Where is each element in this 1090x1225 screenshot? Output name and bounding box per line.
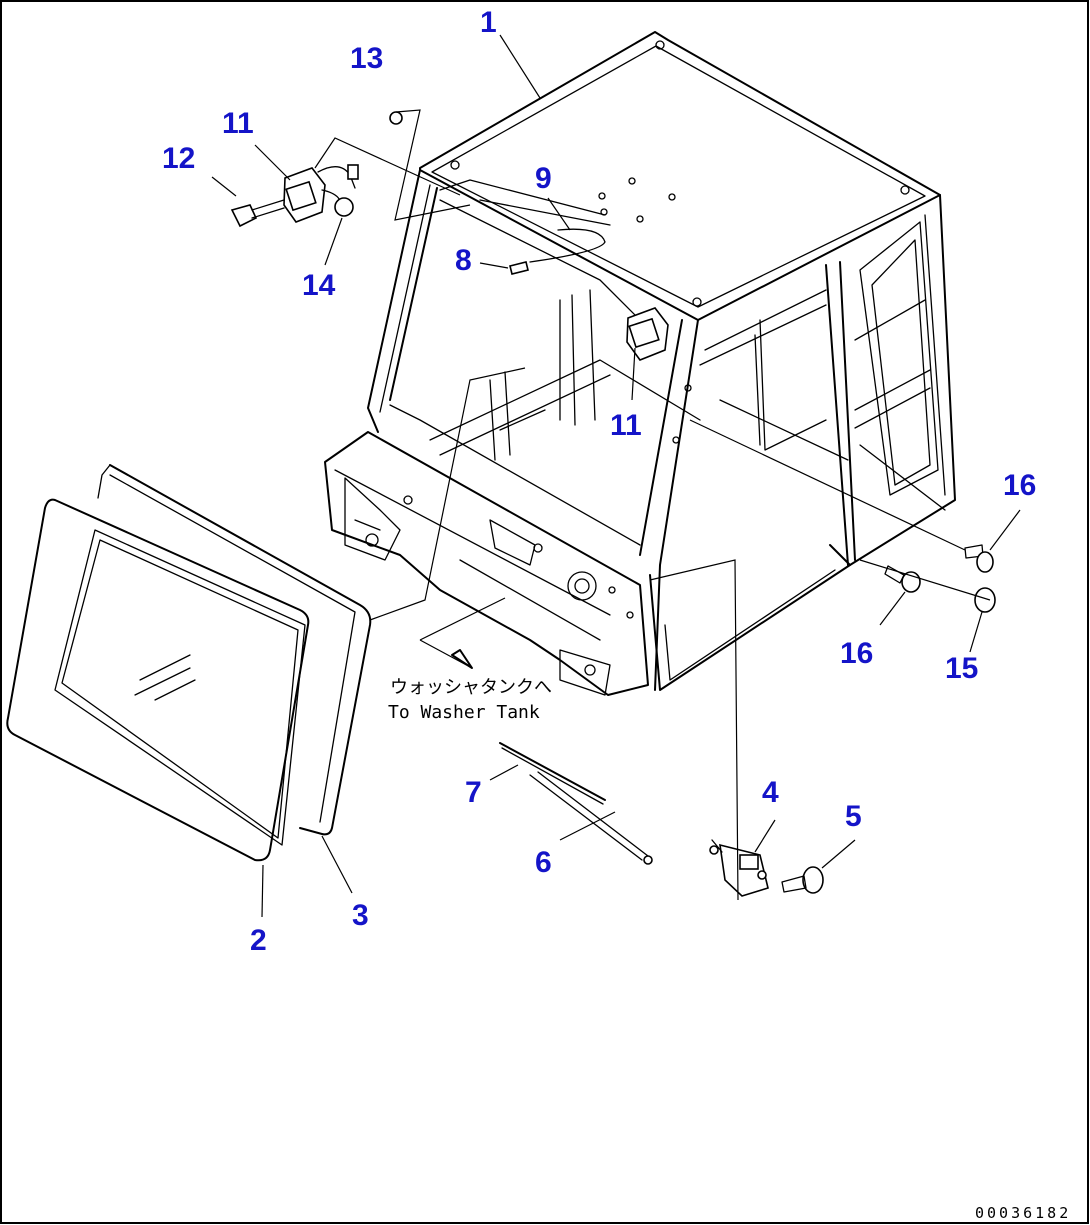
callout-6: 6 xyxy=(535,846,552,879)
bolt-16-upper xyxy=(964,544,994,573)
callout-1: 1 xyxy=(480,6,497,39)
hose-9 xyxy=(529,228,606,263)
callout-11-upper: 11 xyxy=(222,107,254,140)
callout-5: 5 xyxy=(845,800,862,833)
cap-13 xyxy=(389,111,403,125)
callout-11-lower: 11 xyxy=(610,409,642,442)
wiper-blade-7 xyxy=(499,742,606,805)
callout-15: 15 xyxy=(945,652,978,685)
callout-4: 4 xyxy=(762,776,779,809)
callout-14: 14 xyxy=(302,269,336,302)
pin-8 xyxy=(509,261,529,275)
callout-16-lower: 16 xyxy=(840,637,873,670)
callout-16-upper: 16 xyxy=(1003,469,1036,502)
cap-15 xyxy=(974,587,996,613)
bolt-5 xyxy=(781,866,824,894)
callout-13: 13 xyxy=(350,42,383,75)
cab-frame xyxy=(324,31,956,696)
window-seal xyxy=(97,464,372,836)
window-glass xyxy=(6,498,310,862)
callout-12: 12 xyxy=(162,142,195,175)
callout-7: 7 xyxy=(465,776,482,809)
washer-note-english: To Washer Tank xyxy=(388,702,540,723)
work-lamp-left xyxy=(230,164,359,228)
wiper-arm-6 xyxy=(529,771,653,865)
washer-note-japanese: ウォッシャタンクへ xyxy=(390,677,552,698)
work-lamp-front xyxy=(626,307,669,361)
callout-2: 2 xyxy=(250,924,267,957)
callout-8: 8 xyxy=(455,244,472,277)
wiper-motor-4 xyxy=(709,839,769,897)
leader-lines xyxy=(211,34,1021,918)
callout-9: 9 xyxy=(535,162,552,195)
callout-3: 3 xyxy=(352,899,369,932)
drawing-code: 00036182 xyxy=(975,1204,1071,1222)
